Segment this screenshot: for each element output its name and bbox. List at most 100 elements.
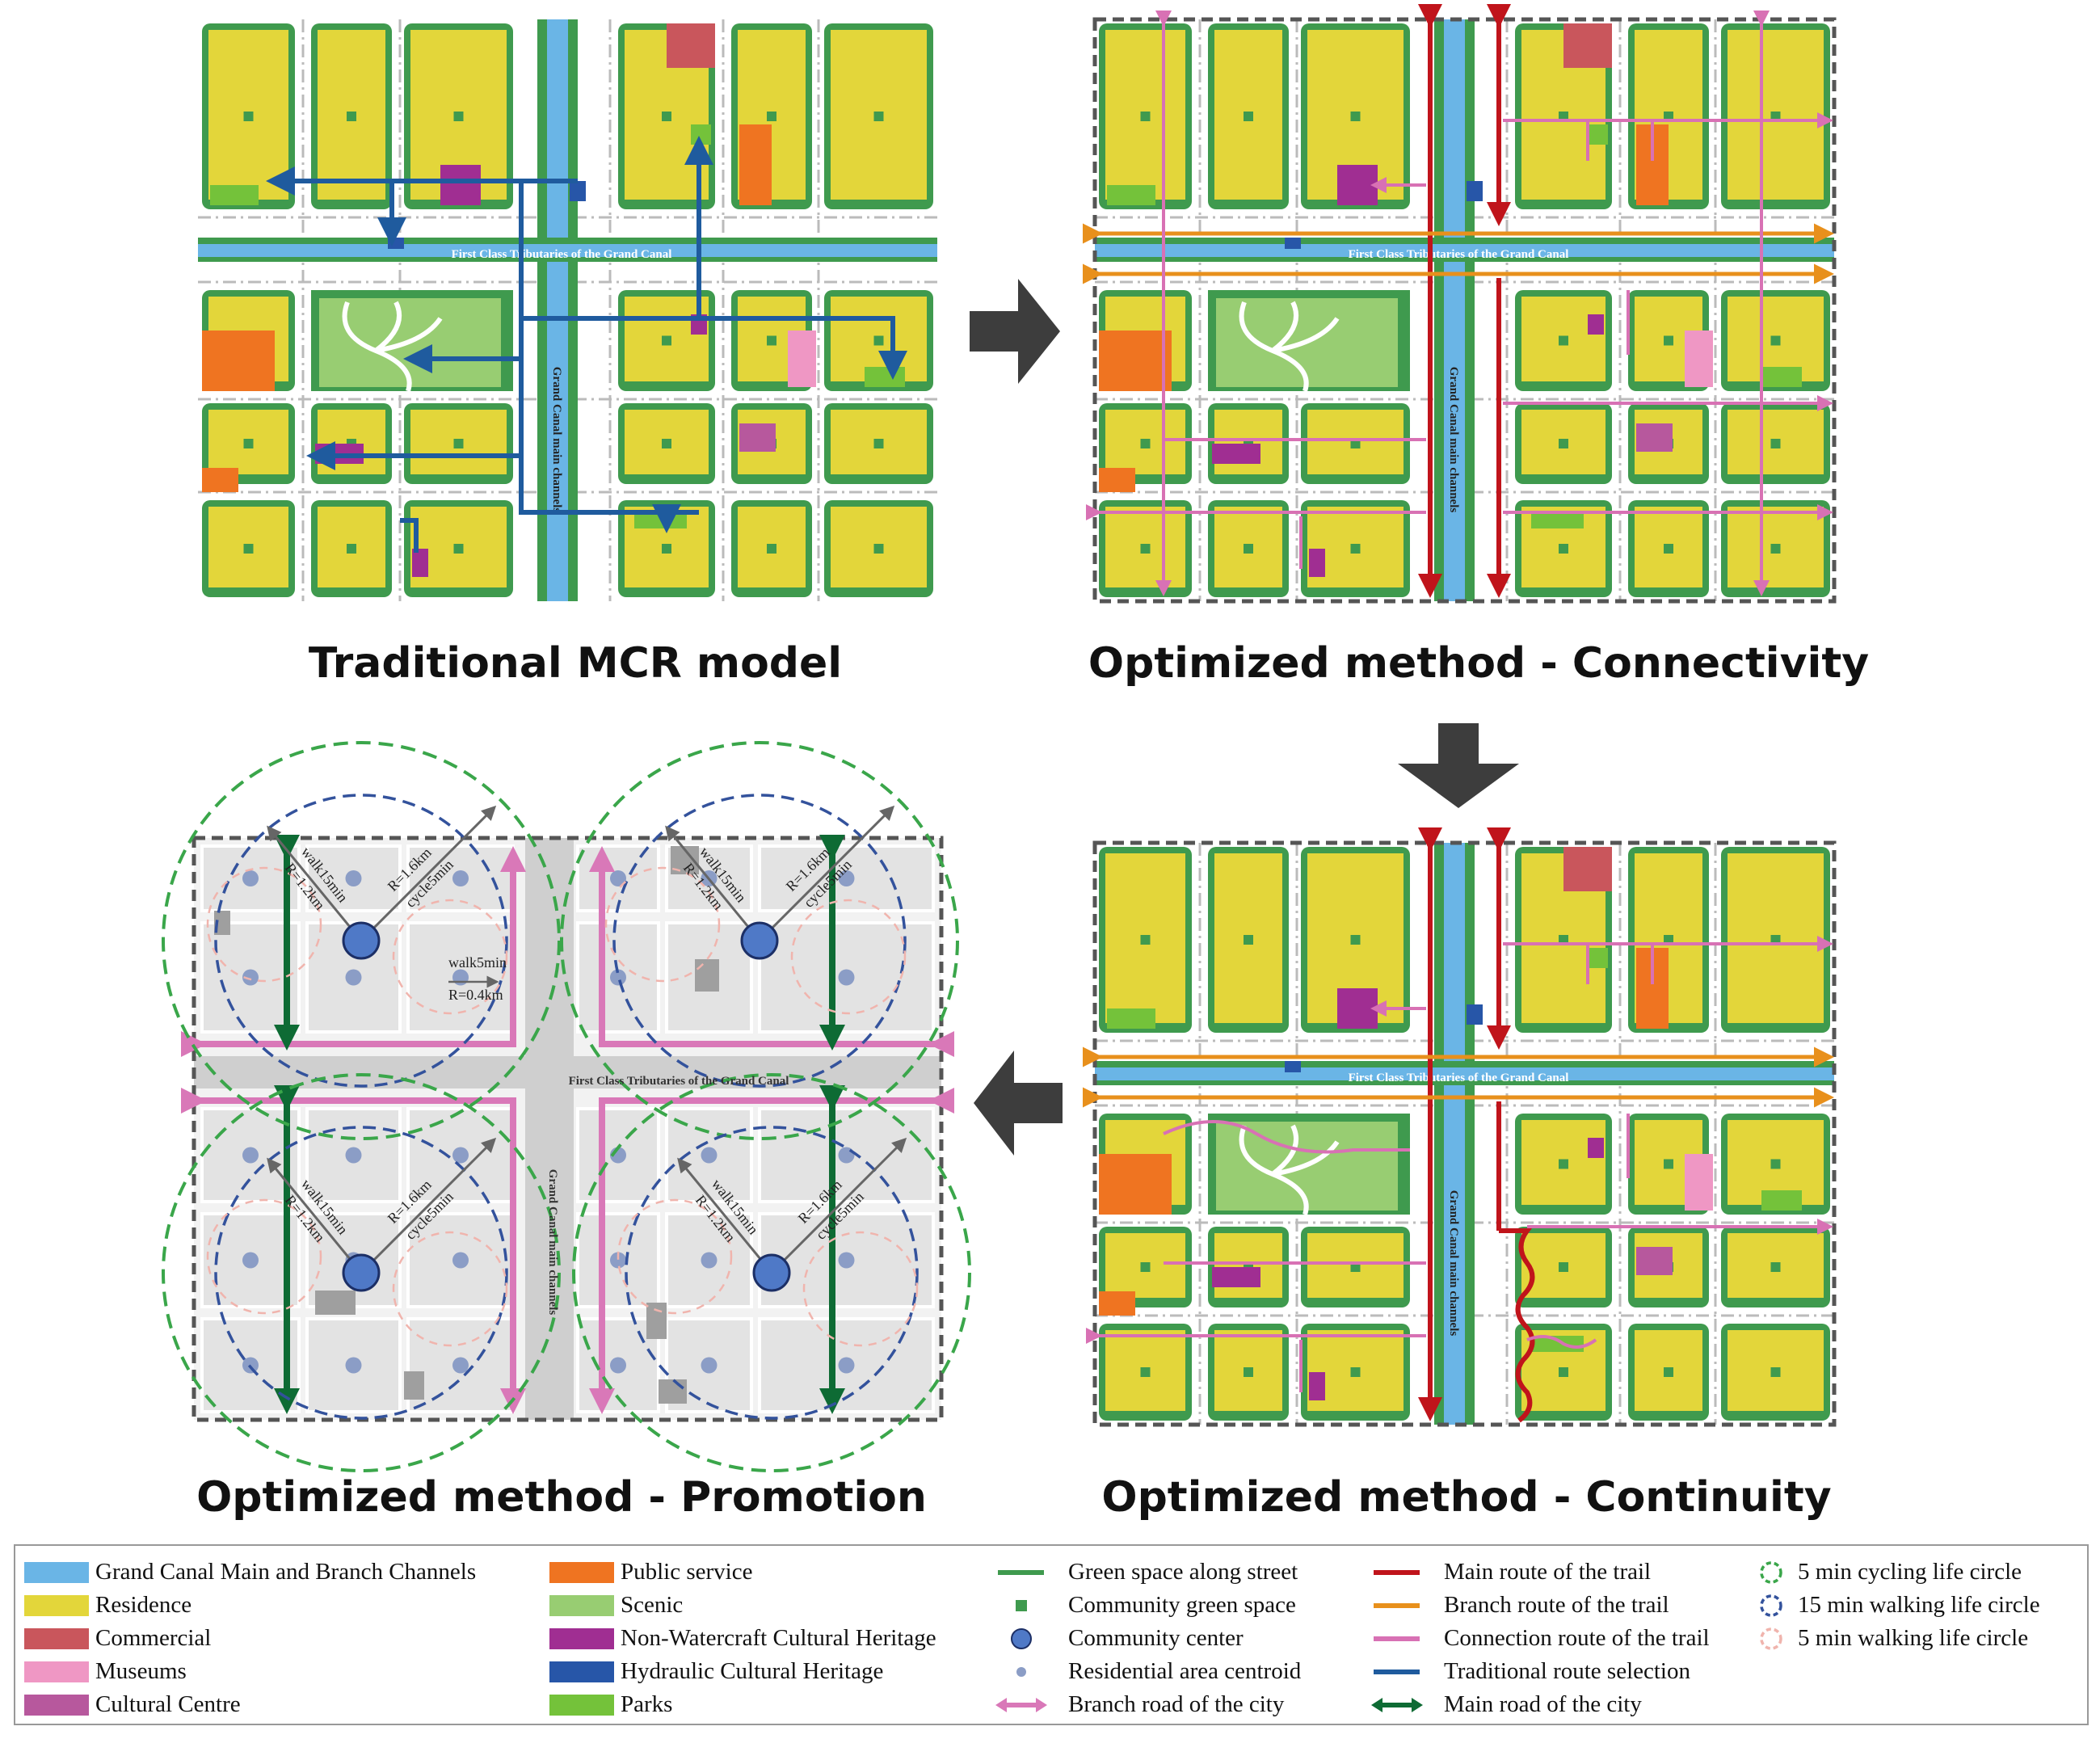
- legend-swatch: [24, 1661, 89, 1682]
- community-green-space: [1770, 1367, 1781, 1377]
- community-green-space: [1559, 335, 1568, 346]
- legend-item: Parks: [549, 1691, 672, 1717]
- community-green-space: [1770, 1262, 1781, 1272]
- community-green-space: [1140, 1262, 1151, 1272]
- community-green-space: [1140, 1367, 1151, 1377]
- title-traditional: Traditional MCR model: [309, 639, 842, 688]
- legend-item: Grand Canal Main and Branch Channels: [24, 1559, 476, 1585]
- walking-15min-circle: [214, 794, 508, 1088]
- legend-item: Main route of the trail: [1374, 1559, 1651, 1585]
- tributary-label: First Class Tributaries of the Grand Can…: [1349, 248, 1569, 261]
- panel-border: [1092, 17, 1837, 604]
- traditional-routes: [266, 136, 907, 553]
- heritage-block: [1309, 1372, 1325, 1400]
- walking-5min-circle: [206, 1198, 322, 1315]
- title-continuity: Optimized method - Continuity: [1101, 1473, 1831, 1522]
- legend-item: Community green space: [1016, 1592, 1296, 1618]
- legend-dot-icon: [1016, 1667, 1026, 1677]
- walk5-label: walk5min: [448, 954, 507, 971]
- legend-item: 5 min walking life circle: [1760, 1625, 2028, 1651]
- hydraulic-heritage: [1285, 238, 1301, 249]
- community-green-space: [1244, 544, 1253, 554]
- panel-continuity: First Class Tributaries of the Grand Can…: [1083, 827, 1837, 1427]
- heritage-block: [1309, 549, 1325, 577]
- radius-line-cycle: [758, 805, 895, 942]
- community-green-space: [1140, 935, 1151, 945]
- radius-line-cycle: [770, 1137, 907, 1274]
- promotion-canal-horizontal: [194, 1056, 941, 1088]
- community-green-space: [243, 544, 254, 554]
- main-channel-label: Grand Canal main channels: [1447, 1190, 1460, 1337]
- legend-label: Community center: [1068, 1625, 1244, 1651]
- community-green-space: [662, 112, 671, 121]
- legend-label: 15 min walking life circle: [1798, 1592, 2040, 1618]
- community-center: [342, 921, 381, 960]
- legend-swatch: [549, 1595, 614, 1616]
- legend-label: Main road of the city: [1444, 1691, 1642, 1717]
- public-service-block: [739, 124, 772, 205]
- walking-15min-circle: [214, 1126, 508, 1420]
- legend-label: Public service: [621, 1559, 752, 1585]
- public-service-block: [1099, 1154, 1172, 1215]
- heritage-block: [1212, 444, 1260, 464]
- promotion-canal-vertical: [525, 838, 574, 1420]
- legend-swatch: [549, 1661, 614, 1682]
- public-service-block: [1099, 331, 1172, 391]
- residential-centroid: [701, 1147, 718, 1164]
- community-green-space: [873, 439, 884, 448]
- legend-swatch: [549, 1562, 614, 1583]
- legend-swatch: [24, 1562, 89, 1583]
- heritage-block-grey: [315, 1291, 356, 1315]
- legend-label: Connection route of the trail: [1444, 1625, 1710, 1651]
- legend-label: Grand Canal Main and Branch Channels: [95, 1559, 476, 1585]
- hydraulic-heritage: [570, 181, 586, 201]
- legend-arrow-head: [995, 1698, 1007, 1712]
- residential-centroid: [838, 1252, 855, 1269]
- radius-line-cycle: [360, 805, 497, 942]
- trail-routes: [1083, 4, 1834, 598]
- walking-15min-circle: [625, 1126, 919, 1420]
- park-block: [1107, 1008, 1155, 1029]
- park-block: [1107, 185, 1155, 205]
- legend-label: Residential area centroid: [1068, 1658, 1302, 1684]
- community-green-space: [662, 544, 671, 554]
- residential-centroid: [452, 1357, 469, 1374]
- flow-arrow-left: [974, 1051, 1063, 1156]
- walking-5min-circle: [604, 866, 721, 983]
- residential-centroid: [345, 1147, 362, 1164]
- residential-centroid: [345, 1357, 362, 1374]
- flow-arrow-right: [970, 279, 1060, 384]
- legend-square-icon: [1016, 1600, 1027, 1611]
- cultural-centre-block: [739, 423, 776, 452]
- legend-label: Traditional route selection: [1444, 1658, 1690, 1684]
- community-center: [342, 1253, 381, 1292]
- community-green-space: [662, 335, 671, 346]
- community-green-space: [873, 112, 884, 121]
- legend-swatch: [24, 1628, 89, 1649]
- legend-label: 5 min walking life circle: [1798, 1625, 2028, 1651]
- legend-label: Cultural Centre: [95, 1691, 241, 1717]
- legend-arrow-head: [1371, 1698, 1382, 1712]
- park-block: [210, 185, 259, 205]
- community-center: [752, 1253, 791, 1292]
- main-channel-label: Grand Canal main channels: [1447, 367, 1460, 513]
- title-promotion: Optimized method - Promotion: [196, 1473, 927, 1522]
- grand-canal-main-channel: [547, 19, 568, 601]
- legend-label: Museums: [95, 1658, 187, 1684]
- legend-dashed-circle-icon: [1760, 1561, 1782, 1584]
- community-green-space: [1244, 112, 1253, 121]
- community-green-space: [243, 439, 254, 448]
- community-green-space: [1559, 1367, 1568, 1377]
- park-block: [1761, 1190, 1802, 1211]
- legend-item: Scenic: [549, 1592, 683, 1618]
- radius-line-walk: [677, 1157, 773, 1274]
- community-green-space: [243, 112, 254, 121]
- residential-centroid: [452, 870, 469, 886]
- legend-dashed-circle-icon: [1760, 1627, 1782, 1650]
- commercial-block: [667, 23, 715, 68]
- trail-routes: [1083, 827, 1834, 1423]
- community-green-space: [1559, 544, 1568, 554]
- hydraulic-heritage: [1285, 1061, 1301, 1072]
- residential-centroid: [452, 969, 469, 986]
- panel-traditional-mcr: First Class Tributaries of the Grand Can…: [198, 19, 937, 601]
